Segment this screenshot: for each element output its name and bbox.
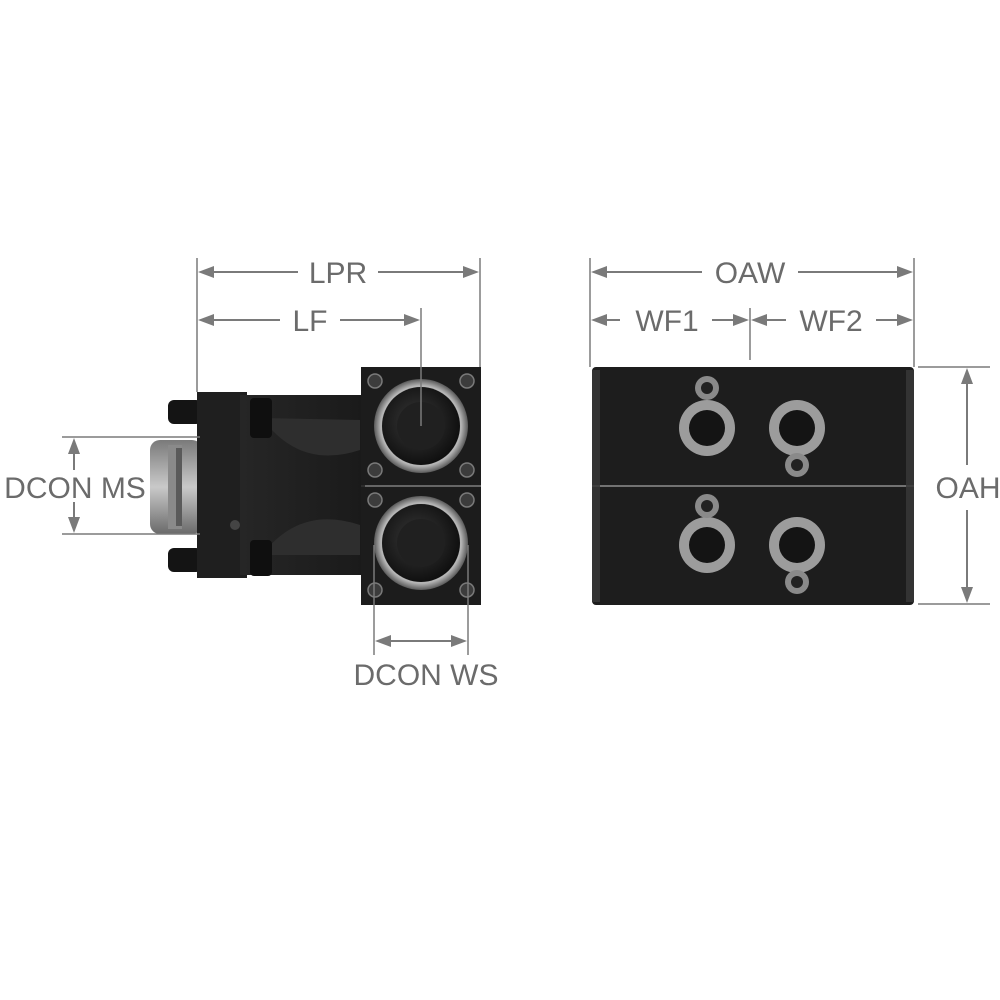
side-view: [150, 367, 481, 605]
screw-icon: [459, 582, 475, 598]
small-screw-icon: [701, 382, 713, 394]
neck-slot-bottom: [250, 540, 272, 576]
screw-icon: [367, 582, 383, 598]
dimension-lines: LPR LF DCON MS DCON WS: [4, 257, 1000, 692]
bolt-head-icon: [779, 410, 815, 446]
wf2-label: WF2: [799, 305, 862, 338]
side-screw-icon: [230, 520, 240, 530]
screw-icon: [367, 462, 383, 478]
small-screw-icon: [791, 459, 803, 471]
lf-label: LF: [292, 305, 327, 338]
oah-label: OAH: [935, 472, 1000, 505]
front-bolts: [679, 400, 825, 573]
wf1-label: WF1: [635, 305, 698, 338]
dim-wf2: WF2: [751, 305, 913, 338]
bolt-head-icon: [689, 527, 725, 563]
neck-cutout-top: [262, 418, 360, 456]
dim-oaw: OAW: [591, 257, 913, 290]
front-body-top: [592, 367, 914, 485]
front-view: [592, 367, 914, 605]
dim-lpr: LPR: [198, 257, 479, 290]
bore-inner-bottom: [397, 519, 445, 567]
bolt-head-icon: [689, 410, 725, 446]
dcon-ws-label: DCON WS: [354, 659, 499, 692]
pin-top: [168, 400, 202, 424]
bolt-head-icon: [779, 527, 815, 563]
pin-bottom: [168, 548, 202, 572]
screw-icon: [459, 373, 475, 389]
screw-icon: [459, 462, 475, 478]
dim-dcon-ms: DCON MS: [4, 438, 146, 533]
lpr-label: LPR: [309, 257, 367, 290]
body-flange: [197, 392, 247, 578]
dim-dcon-ws: DCON WS: [354, 635, 499, 692]
dim-lf: LF: [198, 305, 420, 338]
dim-wf1: WF1: [591, 305, 749, 338]
coupling-ring-2: [176, 448, 182, 526]
oaw-label: OAW: [715, 257, 786, 290]
dim-oah: OAH: [935, 368, 1000, 603]
small-screw-icon: [791, 576, 803, 588]
screw-icon: [367, 373, 383, 389]
front-body-bottom: [592, 487, 914, 605]
small-screw-icon: [701, 500, 713, 512]
screw-icon: [459, 492, 475, 508]
dcon-ms-label: DCON MS: [4, 472, 146, 505]
screw-icon: [367, 492, 383, 508]
corner-screws: [367, 373, 475, 598]
neck-slot-top: [250, 398, 272, 438]
front-small-screws: [695, 376, 809, 594]
neck-cutout-bottom: [262, 519, 360, 555]
